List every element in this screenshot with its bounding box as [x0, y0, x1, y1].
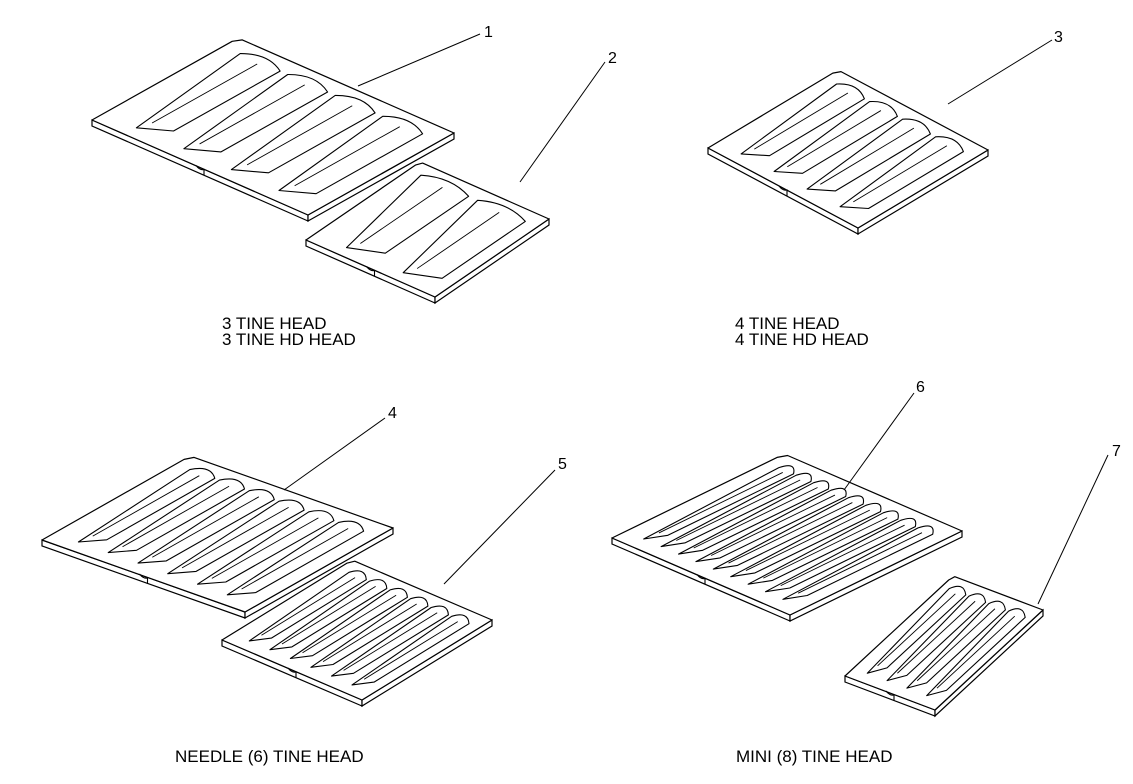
group-label-line: 4 TINE HD HEAD: [735, 330, 869, 349]
tine-groove: [92, 475, 200, 537]
tine-groove: [780, 524, 905, 587]
group-label-three-tine: 3 TINE HEAD 3 TINE HD HEAD: [222, 314, 356, 349]
tine-plate-2: [305, 162, 550, 305]
callout-number: 2: [608, 50, 617, 67]
leader-line: [843, 392, 915, 491]
leader-line: [1037, 454, 1109, 605]
tine-groove: [281, 586, 376, 645]
tine-groove: [820, 127, 915, 185]
tine-groove: [877, 593, 956, 667]
tine-groove: [241, 528, 349, 590]
tine-groove: [151, 63, 258, 124]
leader-line: [443, 469, 556, 585]
plate-top: [707, 70, 989, 229]
tine-groove: [199, 84, 305, 145]
tine-groove: [728, 502, 853, 564]
tine-plate-4: [41, 456, 394, 620]
leader-line: [357, 33, 481, 87]
tine-groove: [797, 532, 923, 594]
tine-groove: [246, 105, 353, 166]
tine-groove: [181, 506, 289, 569]
callout-1: 1: [357, 24, 493, 87]
tine-groove: [658, 472, 783, 534]
leader-line: [519, 61, 606, 183]
callout-3: 3: [947, 29, 1063, 105]
callout-number: 6: [916, 379, 925, 396]
tine-groove: [787, 110, 882, 168]
group-label-needle: NEEDLE (6) TINE HEAD: [175, 747, 364, 766]
tine-groove: [360, 186, 443, 244]
tine-groove: [710, 494, 836, 556]
tine-groove: [676, 479, 801, 541]
callout-number: 7: [1112, 443, 1121, 460]
leader-line: [947, 39, 1053, 105]
tine-slot: [782, 525, 934, 600]
tine-plate-1: [91, 39, 455, 223]
callout-number: 5: [558, 456, 567, 473]
tine-groove: [122, 485, 230, 548]
group-label-mini: MINI (8) TINE HEAD: [736, 747, 893, 766]
tine-slot: [677, 480, 830, 555]
plate-notch: [778, 185, 788, 196]
tine-groove: [763, 517, 888, 579]
plate-notch: [366, 266, 376, 277]
tine-slot: [730, 502, 882, 578]
plate-notch: [885, 690, 895, 701]
tine-groove: [363, 621, 458, 680]
callout-number: 3: [1054, 29, 1063, 46]
callout-number: 1: [484, 24, 493, 41]
tine-groove: [261, 577, 356, 636]
tine-plate-6: [611, 454, 963, 622]
tine-plate-5: [221, 560, 493, 708]
plate-notch: [287, 667, 297, 678]
tine-slot: [660, 472, 812, 548]
tine-slot: [402, 199, 526, 279]
tine-groove: [745, 509, 870, 571]
callout-6: 6: [843, 379, 925, 491]
tine-groove: [897, 600, 976, 674]
group-label-line: NEEDLE (6) TINE HEAD: [175, 747, 364, 766]
plate-notch: [139, 573, 149, 584]
tine-slot: [764, 517, 917, 593]
callout-2: 2: [519, 50, 617, 183]
tine-plate-7: [844, 576, 1044, 718]
tine-groove: [693, 487, 818, 549]
tine-groove: [343, 612, 438, 671]
tine-slot: [747, 510, 899, 585]
tine-plate-3: [707, 70, 989, 236]
plate-top: [91, 39, 455, 216]
plate-top: [305, 162, 550, 298]
callout-5: 5: [443, 456, 567, 585]
plate-top: [221, 560, 493, 701]
callout-number: 4: [388, 405, 397, 422]
group-label-line: MINI (8) TINE HEAD: [736, 747, 893, 766]
leader-line: [283, 417, 386, 491]
tine-slot: [643, 465, 795, 540]
tine-groove: [294, 126, 400, 187]
callout-7: 7: [1037, 443, 1121, 605]
group-label-four-tine: 4 TINE HEAD 4 TINE HD HEAD: [735, 314, 869, 349]
group-label-line: 3 TINE HEAD: [222, 314, 327, 333]
tine-groove: [853, 145, 948, 203]
plate-top: [41, 456, 394, 613]
tine-slot: [345, 174, 470, 254]
tine-groove: [302, 594, 397, 654]
group-label-line: 3 TINE HD HEAD: [222, 330, 356, 349]
group-label-line: 4 TINE HEAD: [735, 314, 840, 333]
tine-groove: [754, 92, 849, 150]
tine-groove: [211, 517, 319, 579]
callout-4: 4: [283, 405, 397, 491]
tine-groove: [916, 608, 996, 682]
tine-groove: [152, 496, 260, 558]
plate-notch: [195, 165, 205, 176]
tine-groove: [416, 212, 500, 269]
tine-slot: [712, 495, 865, 570]
tine-groove: [936, 615, 1016, 689]
tine-groove: [322, 603, 417, 662]
plate-notch: [696, 574, 706, 585]
